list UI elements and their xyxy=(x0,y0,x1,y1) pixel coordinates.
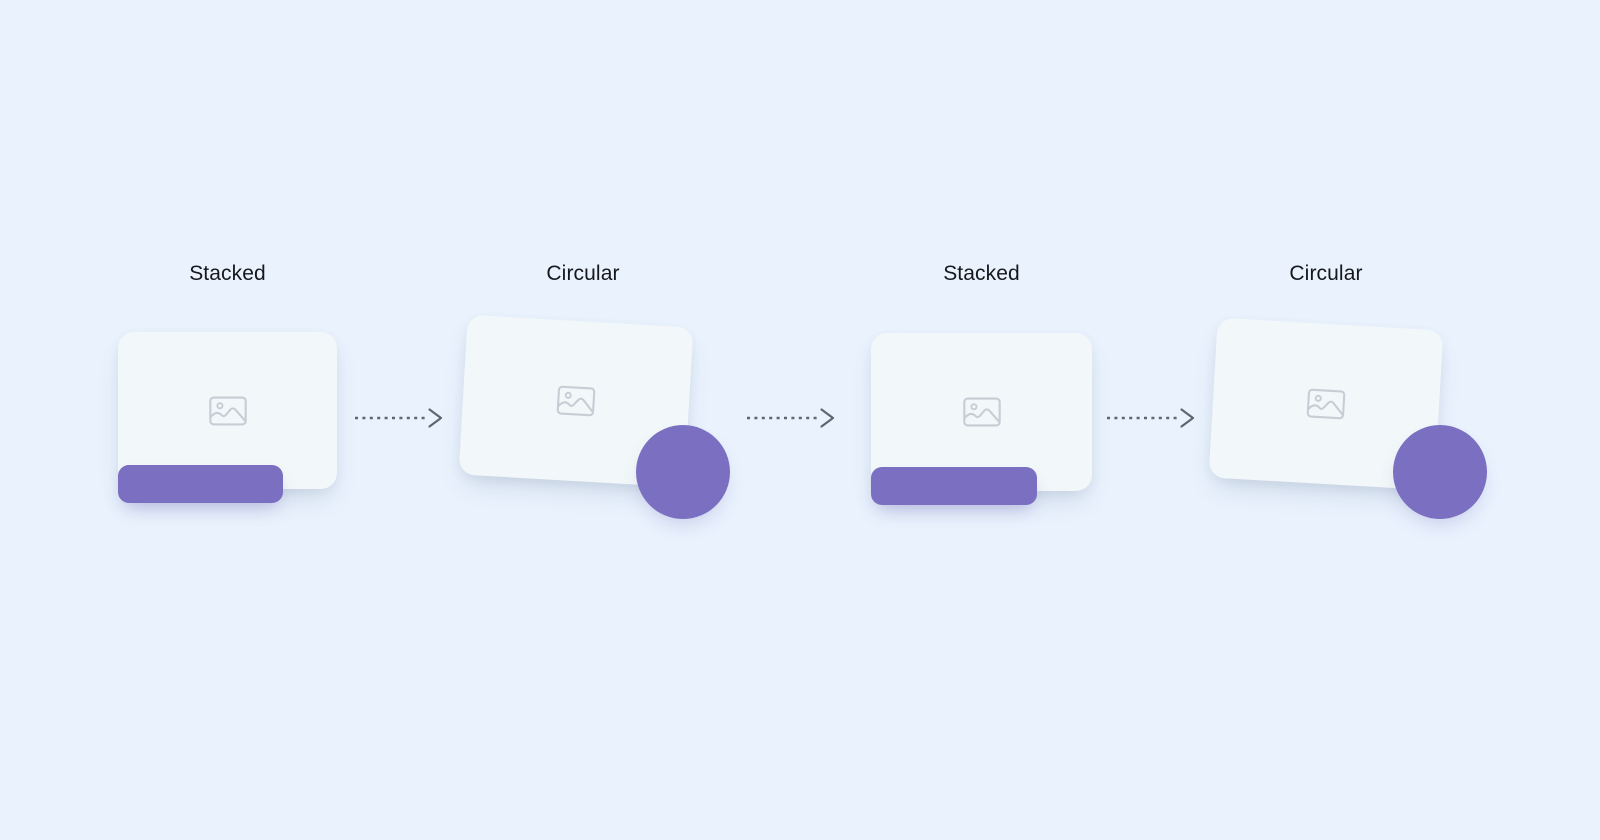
flow-arrow xyxy=(355,408,443,428)
caption-bar xyxy=(118,465,283,503)
step-label-circular-1: Circular xyxy=(546,262,620,285)
image-placeholder-icon xyxy=(208,396,247,425)
caption-bar xyxy=(871,467,1037,505)
step-label-stacked-1: Stacked xyxy=(189,262,266,285)
flow-arrow xyxy=(1107,408,1195,428)
image-placeholder-icon xyxy=(556,385,596,417)
image-placeholder-icon xyxy=(962,397,1001,427)
stacked-card-1 xyxy=(118,332,337,489)
step-label-circular-2: Circular xyxy=(1289,262,1363,285)
circular-card-1 xyxy=(458,314,694,488)
accent-circle xyxy=(1393,425,1487,519)
stacked-card-2 xyxy=(871,333,1092,491)
image-placeholder-icon xyxy=(1306,388,1346,420)
step-label-stacked-2: Stacked xyxy=(943,262,1020,285)
flow-arrow xyxy=(747,408,835,428)
circular-card-2 xyxy=(1208,317,1444,491)
accent-circle xyxy=(636,425,730,519)
